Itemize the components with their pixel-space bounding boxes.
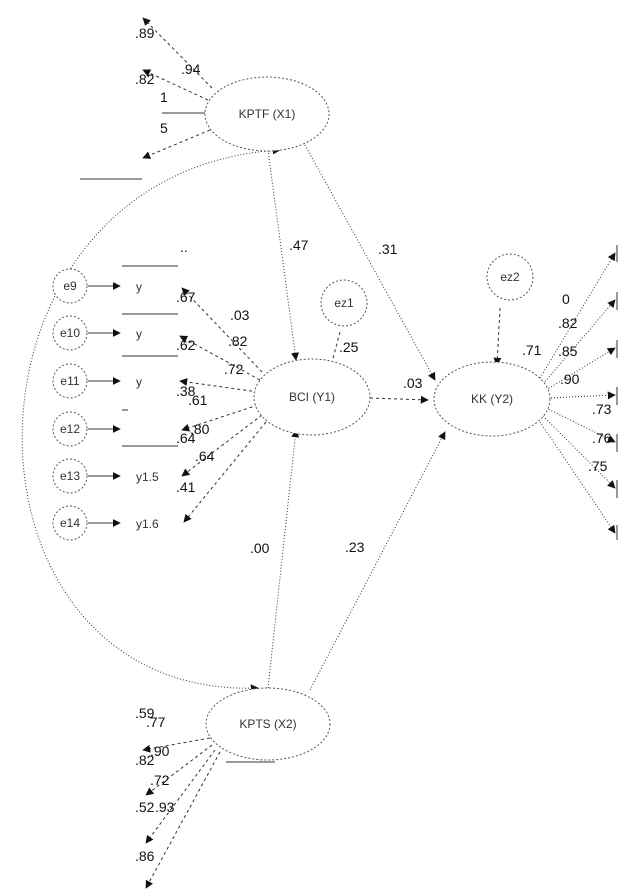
x2-r2-1: .59 xyxy=(135,705,155,721)
disturbance-ez2[interactable]: ez2 xyxy=(486,253,534,301)
latent-y1-label: BCI (Y1) xyxy=(289,390,335,404)
y1-loading-1: .03 xyxy=(230,307,250,323)
coef-x2-y1: .00 xyxy=(250,540,270,556)
x1-r2-c: 5 xyxy=(160,120,168,136)
x2-loading-3: .72 xyxy=(150,772,170,788)
x2-loading-1: .77 xyxy=(146,714,166,730)
y2-value-2: .85 xyxy=(558,343,578,359)
y2-value-3: .90 xyxy=(560,371,580,387)
error-e13[interactable]: e13 xyxy=(52,458,88,494)
x2-indicator-arrow-3 xyxy=(145,749,216,844)
y1-r2-4: .80 xyxy=(190,421,210,437)
y2-value-4: .73 xyxy=(592,401,612,417)
y2-r2-top: 0 xyxy=(562,291,570,307)
x2-r2-3: .52 xyxy=(135,799,155,815)
path-ez2-y2 xyxy=(493,307,502,366)
y1-loading-2: .82 xyxy=(228,333,248,349)
y1-loading-arrow-6 xyxy=(183,421,267,523)
y2-value-1: .82 xyxy=(558,315,578,331)
coef-y1-y2: .03 xyxy=(403,375,423,391)
indicator-y-1: y xyxy=(136,280,142,294)
x2-r2-2: .82 xyxy=(135,752,155,768)
y1-loading-5: .64 xyxy=(195,448,215,464)
latent-x2[interactable]: KPTS (X2) xyxy=(205,687,331,761)
e9-label: e9 xyxy=(63,279,77,293)
e10-label: e10 xyxy=(60,326,80,340)
y1-loading-4: .61 xyxy=(188,392,208,408)
disturbance-ez1[interactable]: ez1 xyxy=(320,279,368,327)
covariance-arc-x1-x2 xyxy=(21,146,281,693)
y1-loading-3: .72 xyxy=(224,361,244,377)
y2-loading-arrow-3 xyxy=(545,347,616,391)
x2-loading-4: .93 xyxy=(155,799,175,815)
y1-r2-5: .64 xyxy=(176,430,196,446)
y1-loading-arrow-1 xyxy=(181,287,263,373)
y2-loading-arrow-6 xyxy=(542,415,616,489)
x1-r2-a: .89 xyxy=(135,25,155,41)
y2-loading-top: .71 xyxy=(522,342,542,358)
e13-label: e13 xyxy=(60,469,80,483)
e12-label: e12 xyxy=(60,422,80,436)
x1-indicator-arrow-1 xyxy=(142,17,213,89)
latent-y2-label: KK (Y2) xyxy=(471,392,513,406)
y2-loading-arrow-7 xyxy=(539,421,616,534)
e11-label: e11 xyxy=(60,374,79,388)
ez2-label: ez2 xyxy=(500,270,520,284)
y1-r2-6: .41 xyxy=(176,479,196,495)
y1-loading-arrow-5 xyxy=(181,414,263,477)
y1-r2-2: .62 xyxy=(176,337,196,353)
latent-x1[interactable]: KPTF (X1) xyxy=(204,76,330,152)
indicator-y15: y1.5 xyxy=(136,470,159,484)
latent-x2-label: KPTS (X2) xyxy=(239,717,296,731)
y1-partial-top: .. xyxy=(180,239,188,255)
latent-y2[interactable]: KK (Y2) xyxy=(433,361,551,437)
y2-loading-arrow-5 xyxy=(545,407,616,443)
x1-loading-a: .94 xyxy=(181,61,201,77)
y2-loading-arrow-2 xyxy=(542,299,616,385)
coef-x2-y2: .23 xyxy=(345,539,365,555)
x1-indicator-arrow-4 xyxy=(142,129,211,159)
x1-loading-b: 1 xyxy=(160,89,168,105)
error-e14[interactable]: e14 xyxy=(52,505,88,541)
y2-loading-arrow-1 xyxy=(539,252,616,379)
y1-r2-1: .67 xyxy=(176,289,196,305)
x2-indicator-arrow-1 xyxy=(142,737,211,753)
coef-x1-y1: .47 xyxy=(289,237,309,253)
y1-loading-arrow-3 xyxy=(179,378,259,393)
indicator-y-2: y xyxy=(136,327,142,341)
x2-r2-4: .86 xyxy=(135,848,155,864)
ez1-label: ez1 xyxy=(334,296,354,310)
path-x2-y1 xyxy=(267,429,300,689)
y1-r2-3: .38 xyxy=(176,383,196,399)
indicator-y-3: y xyxy=(136,375,142,389)
error-e11[interactable]: e11 xyxy=(52,363,88,399)
coef-x1-y2: .31 xyxy=(378,241,398,257)
path-x2-y2 xyxy=(309,431,446,691)
x1-r2-b: .82 xyxy=(135,71,155,87)
x2-indicator-arrow-4 xyxy=(145,751,221,889)
y2-loading-arrow-4 xyxy=(547,391,616,400)
error-e12[interactable]: e12 xyxy=(52,411,88,447)
y2-value-5: .76 xyxy=(592,430,612,446)
e14-label: e14 xyxy=(60,516,80,530)
latent-y1[interactable]: BCI (Y1) xyxy=(253,358,371,436)
path-x1-y1 xyxy=(267,149,300,361)
y2-value-6: .75 xyxy=(588,458,608,474)
error-e10[interactable]: e10 xyxy=(52,315,88,351)
coef-ez1-y1: .25 xyxy=(339,339,359,355)
error-e9[interactable]: e9 xyxy=(52,268,88,304)
x2-indicator-arrow-2 xyxy=(145,744,213,796)
y1-loading-arrow-4 xyxy=(181,404,259,432)
path-y1-y2 xyxy=(369,395,429,404)
latent-x1-label: KPTF (X1) xyxy=(239,107,296,121)
path-x1-y2 xyxy=(304,144,436,381)
indicator-y16: y1.6 xyxy=(136,517,159,531)
x2-loading-2: .90 xyxy=(150,743,170,759)
